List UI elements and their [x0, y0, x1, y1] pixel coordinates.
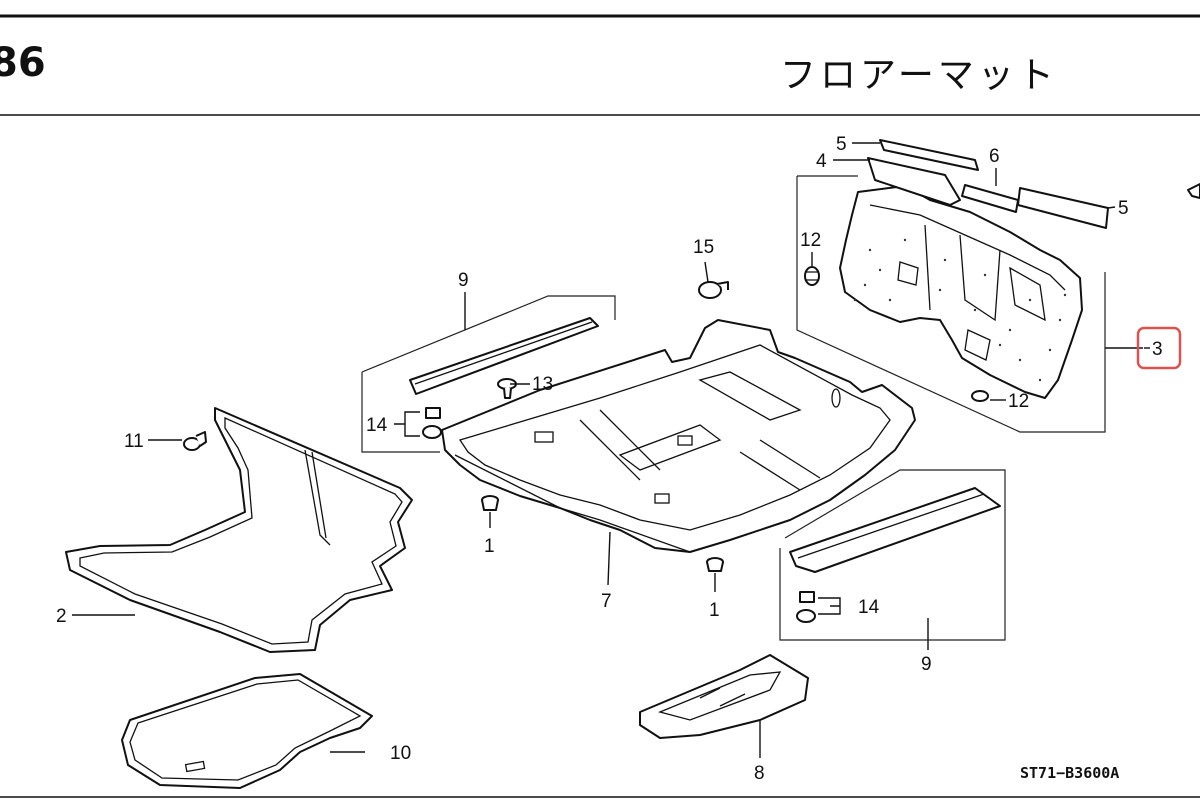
insulator-texture	[853, 238, 1067, 382]
part-dash-insulator[interactable]	[839, 185, 1083, 399]
clip-15[interactable]	[698, 281, 729, 299]
cropped-part-fragment	[1187, 183, 1200, 199]
callout-2[interactable]: 2	[56, 606, 67, 627]
callout-1-right[interactable]: 1	[709, 600, 720, 621]
clip-12-upper[interactable]	[804, 266, 820, 286]
callout-3[interactable]: 3	[1152, 339, 1163, 360]
callout-10[interactable]: 10	[390, 743, 411, 764]
part-floor-carpet[interactable]	[441, 319, 916, 553]
part-sill-plate-right[interactable]	[789, 487, 1001, 573]
callout-9-right[interactable]: 9	[921, 654, 932, 675]
callout-11[interactable]: 11	[124, 431, 144, 452]
callout-4[interactable]: 4	[816, 151, 827, 172]
part-foot-rest[interactable]	[639, 654, 809, 739]
page-title: フロアーマット	[780, 55, 1058, 96]
part-strip-6[interactable]	[961, 184, 1019, 213]
callout-5-top[interactable]: 5	[836, 134, 847, 155]
clip-14-right[interactable]	[796, 591, 816, 623]
clip-1-left[interactable]	[481, 495, 499, 511]
callout-12-lower[interactable]: 12	[1008, 391, 1029, 412]
group-bracket-left-sill	[361, 295, 616, 453]
callout-14-left[interactable]: 14	[366, 415, 388, 436]
part-sill-plate-left[interactable]	[409, 317, 599, 395]
part-strip-5-top[interactable]	[879, 139, 979, 171]
group-bracket-insulator	[796, 175, 1106, 433]
callout-14-right[interactable]: 14	[858, 597, 880, 618]
leader-lines	[72, 142, 1150, 758]
section-number: 86	[0, 40, 46, 86]
callout-3-highlight	[1136, 326, 1182, 370]
callout-9-left[interactable]: 9	[458, 270, 469, 291]
clip-1-right[interactable]	[706, 557, 724, 572]
callout-8[interactable]: 8	[754, 763, 765, 784]
callout-12-upper[interactable]: 12	[800, 230, 821, 251]
part-trunk-mat[interactable]	[65, 407, 413, 653]
group-bracket-right-sill	[779, 469, 1006, 641]
callout-5-right[interactable]: 5	[1118, 198, 1129, 219]
callout-7[interactable]: 7	[601, 591, 612, 612]
clip-13[interactable]	[497, 378, 517, 399]
callout-15[interactable]: 15	[693, 237, 714, 258]
part-cargo-liner[interactable]	[121, 673, 373, 789]
callout-6[interactable]: 6	[989, 146, 1000, 167]
clip-14-left[interactable]	[422, 407, 442, 439]
clip-12-lower[interactable]	[971, 390, 989, 402]
diagram-code: ST71−B3600A	[1020, 764, 1119, 782]
callout-1-left[interactable]: 1	[484, 536, 495, 557]
callout-13[interactable]: 13	[532, 374, 553, 395]
part-strip-5-right[interactable]	[1017, 187, 1109, 229]
part-insulator-4[interactable]	[867, 157, 961, 206]
clip-11[interactable]	[183, 431, 207, 451]
